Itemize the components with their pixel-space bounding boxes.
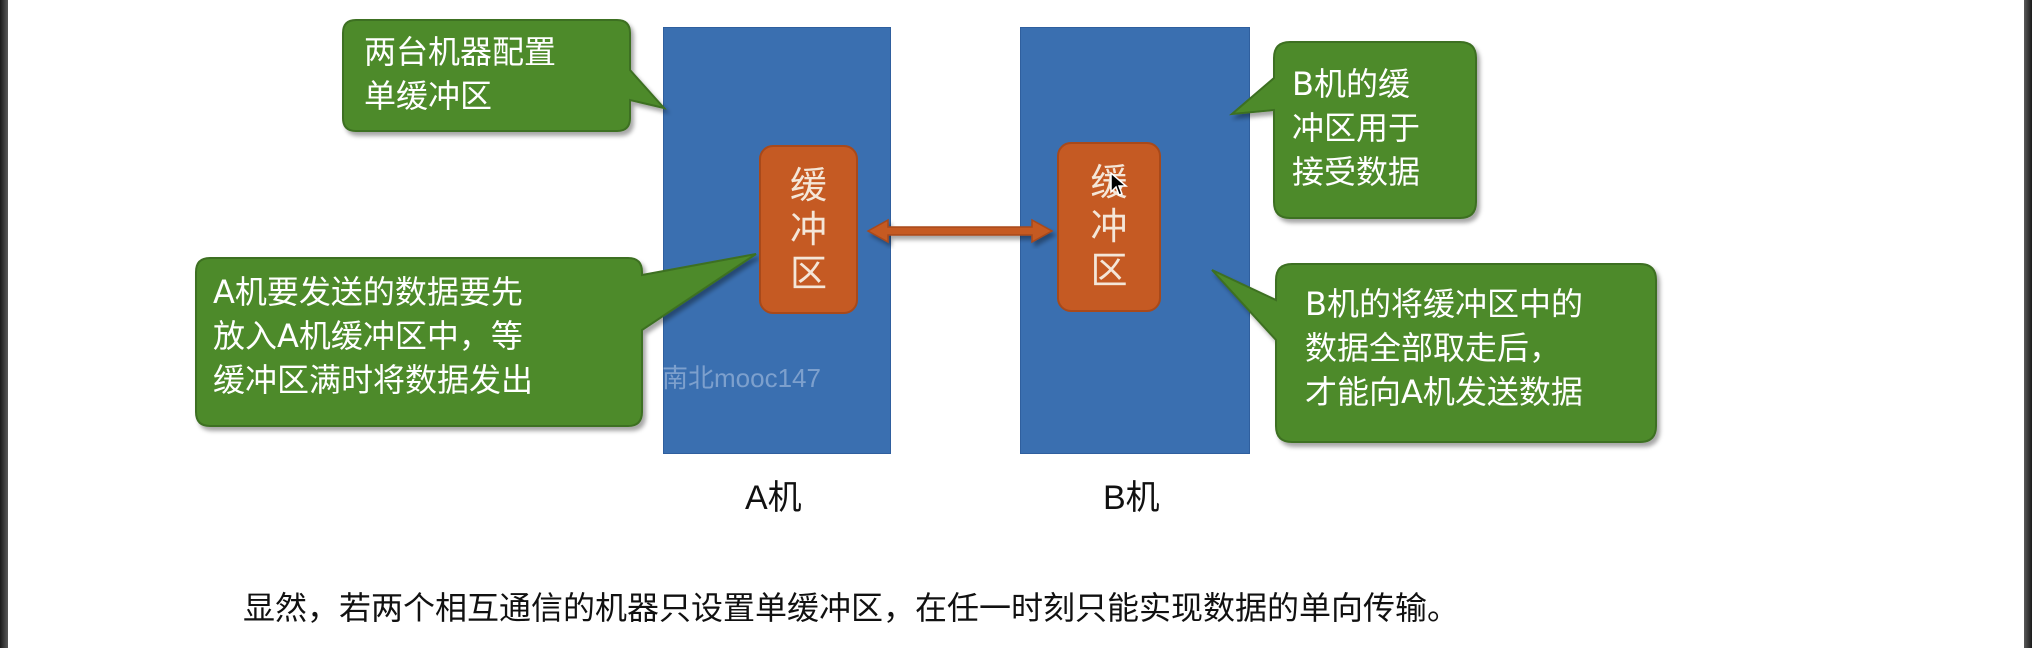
callout-bottom-right-bubble xyxy=(1211,263,1657,443)
callout-bottom-left-bubble xyxy=(195,253,757,427)
callout-bottom-right-text: B机的将缓冲区中的 数据全部取走后， 才能向A机发送数据 xyxy=(1305,285,1583,411)
buffer-b-char-2: 冲 xyxy=(1090,205,1128,248)
buffer-a-char-3: 区 xyxy=(790,251,827,295)
callout-top-left-text: 两台机器配置 单缓冲区 xyxy=(364,33,557,115)
watermark: 南北mooc147 xyxy=(662,363,821,393)
right-edge-shadow xyxy=(2024,0,2032,648)
callout-top-left-bubble xyxy=(342,19,667,132)
callout-bottom-left-text: A机要发送的数据要先 放入A机缓冲区中，等 缓冲区满时将数据发出 xyxy=(213,273,534,399)
callout-top-right-bubble xyxy=(1228,41,1477,219)
conclusion-text: 显然，若两个相互通信的机器只设置单缓冲区，在任一时刻只能实现数据的单向传输。 xyxy=(243,589,1460,627)
machine-b-label: B机 xyxy=(1103,479,1160,517)
callout-top-right-text: B机的缓 冲区用于 接受数据 xyxy=(1292,65,1421,191)
left-edge-shadow xyxy=(0,0,8,648)
buffer-a-char-2: 冲 xyxy=(790,207,827,251)
machine-a-buffer: 缓 冲 区 xyxy=(759,145,858,314)
machine-b-buffer: 缓 冲 区 xyxy=(1057,142,1161,312)
machine-a-label: A机 xyxy=(745,479,802,517)
buffer-a-char-1: 缓 xyxy=(790,163,827,207)
buffer-b-char-3: 区 xyxy=(1090,249,1128,292)
mouse-cursor-icon xyxy=(1110,172,1128,196)
double-arrow xyxy=(866,218,1054,244)
